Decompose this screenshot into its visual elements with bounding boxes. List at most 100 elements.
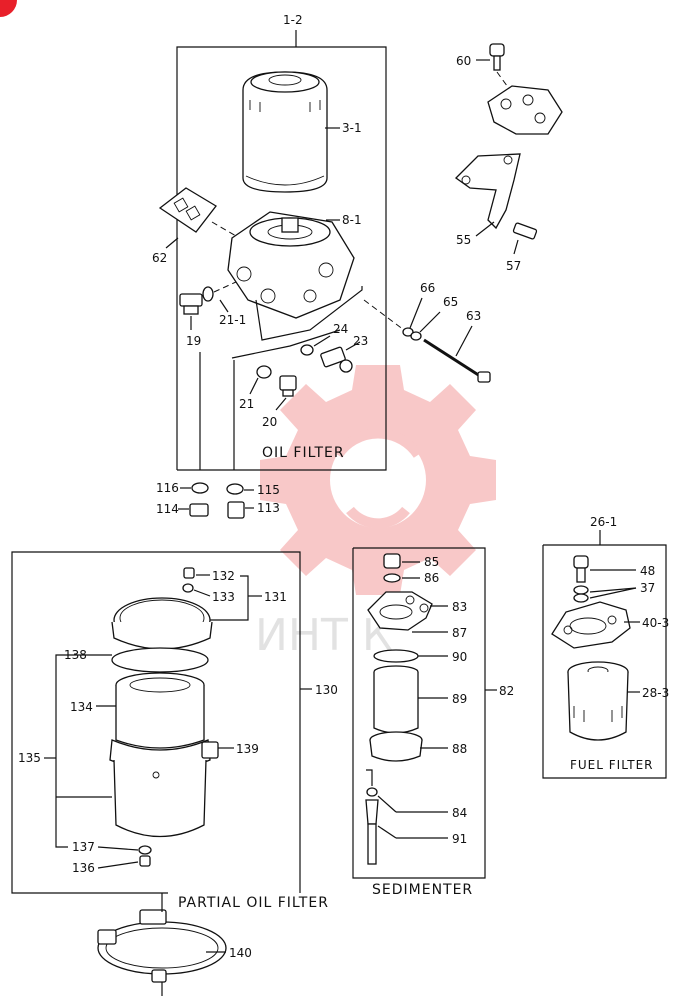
washer-133	[182, 583, 194, 593]
bracket-assembly: 60 55 57	[454, 43, 563, 273]
callout-55: 55	[456, 233, 471, 247]
callout-116: 116	[156, 481, 179, 495]
callout-113: 113	[257, 501, 280, 515]
washer-86	[383, 573, 401, 583]
fuel-filter-section: 26-1 FUEL FILTER 48 37 40-3 28-3	[542, 515, 669, 779]
o-ring-24	[300, 344, 314, 356]
o-ring-90	[373, 649, 419, 663]
callout-130: 130	[315, 683, 338, 697]
callout-60: 60	[456, 54, 471, 68]
watermark-text: ИНТ К	[255, 610, 393, 661]
washer-21-1	[202, 286, 214, 302]
clamp-140: 140	[97, 893, 252, 996]
bolt-57	[512, 222, 538, 240]
o-ring-21	[256, 365, 272, 379]
callout-140: 140	[229, 946, 252, 960]
callout-57: 57	[506, 259, 521, 273]
sedimenter-head-83	[367, 591, 433, 631]
sediment-bowl-89	[373, 665, 419, 734]
callout-28-3: 28-3	[642, 686, 669, 700]
callout-20: 20	[262, 415, 277, 429]
callout-84: 84	[452, 806, 467, 820]
callout-37: 37	[640, 581, 655, 595]
callout-131: 131	[264, 590, 287, 604]
mounting-head	[487, 85, 563, 135]
callout-134: 134	[70, 700, 93, 714]
callout-135: 135	[18, 751, 41, 765]
fuel-filter-cartridge-28-3	[567, 661, 629, 741]
drain-plug-19	[179, 293, 203, 315]
bolt-48	[573, 555, 589, 583]
callout-114: 114	[156, 502, 179, 516]
gasket-plate	[158, 187, 217, 233]
callout-88: 88	[452, 742, 467, 756]
callout-23: 23	[353, 334, 368, 348]
callout-83: 83	[452, 600, 467, 614]
bracket-55	[454, 153, 521, 230]
callout-89: 89	[452, 692, 467, 706]
callout-26-1: 26-1	[590, 515, 617, 529]
fuel-filter-head-40-3	[551, 601, 631, 649]
callout-62: 62	[152, 251, 167, 265]
plug-113	[227, 501, 245, 519]
plug-114	[189, 503, 209, 517]
filter-housing	[109, 739, 219, 838]
callout-85: 85	[424, 555, 439, 569]
washer-66	[402, 327, 414, 337]
drain-cock-84-91	[365, 787, 379, 865]
watermark-gear-icon	[260, 365, 496, 595]
partial-oil-filter-section: PARTIAL OIL FILTER 130 132 133 131 134	[11, 551, 338, 911]
callout-3-1: 3-1	[342, 121, 362, 135]
callout-90: 90	[452, 650, 467, 664]
watermark: ИНТ К	[255, 365, 496, 661]
callout-86: 86	[424, 571, 439, 585]
partial-oil-filter-title: PARTIAL OIL FILTER	[178, 895, 329, 911]
ring-nut-88	[369, 731, 423, 762]
oil-filter-drain-parts: 116 115 114 113	[156, 481, 280, 519]
filter-cover	[111, 597, 213, 650]
callout-137: 137	[72, 840, 95, 854]
filter-element-134	[115, 672, 205, 749]
callout-82: 82	[499, 684, 514, 698]
sedimenter-title: SEDIMENTER	[372, 882, 473, 898]
filter-head-body	[227, 211, 355, 319]
fitting-23	[320, 346, 353, 373]
callout-1-2: 1-2	[283, 13, 303, 27]
callout-66: 66	[420, 281, 435, 295]
washer-115	[226, 483, 244, 495]
callout-24: 24	[333, 322, 348, 336]
fuel-filter-title: FUEL FILTER	[570, 758, 654, 772]
callout-138: 138	[64, 648, 87, 662]
callout-133: 133	[212, 590, 235, 604]
callout-139: 139	[236, 742, 259, 756]
callout-136: 136	[72, 861, 95, 875]
oil-filter-cartridge	[242, 71, 328, 193]
callout-91: 91	[452, 832, 467, 846]
callout-115: 115	[257, 483, 280, 497]
washer-65	[410, 331, 422, 341]
callout-21: 21	[239, 397, 254, 411]
long-bolt-assembly: 66 65 63	[363, 281, 491, 383]
sedimenter-section: SEDIMENTER 82 85 86 83 87 90 89	[352, 547, 514, 898]
callout-40-3: 40-3	[642, 616, 669, 630]
plug-85	[383, 553, 401, 569]
plug-20	[279, 375, 297, 397]
callout-132: 132	[212, 569, 235, 583]
corner-badge	[0, 0, 17, 17]
oil-filter-section: 1-2 OIL FILTER 3-1 62	[152, 13, 387, 471]
callout-8-1: 8-1	[342, 213, 362, 227]
callout-19: 19	[186, 334, 201, 348]
callout-63: 63	[466, 309, 481, 323]
bolt-60	[489, 43, 505, 71]
bolt-137-136	[138, 845, 152, 867]
washer-116	[191, 482, 209, 494]
bolt-63	[477, 371, 491, 383]
washer-37b	[573, 593, 589, 603]
washer-37a	[573, 585, 589, 595]
callout-65: 65	[443, 295, 458, 309]
oil-filter-title: OIL FILTER	[262, 445, 345, 461]
callout-21-1: 21-1	[219, 313, 246, 327]
callout-87: 87	[452, 626, 467, 640]
bolt-132	[183, 567, 195, 579]
